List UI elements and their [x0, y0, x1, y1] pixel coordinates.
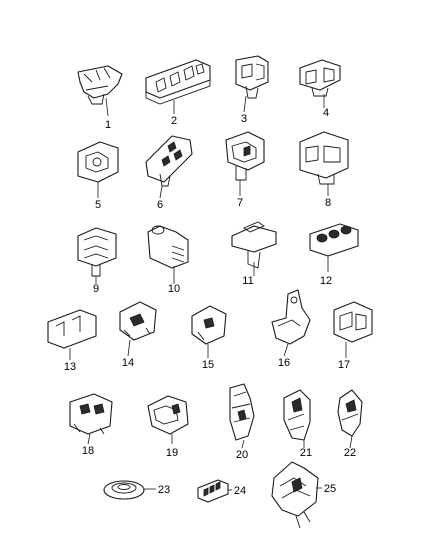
- part-2-multi-clip: [145, 59, 211, 114]
- part-12-triple-clip: [309, 223, 359, 272]
- callout-5: 5: [95, 199, 101, 211]
- callout-4: 4: [323, 107, 329, 119]
- callout-11: 11: [242, 275, 253, 287]
- callout-9: 9: [93, 283, 99, 295]
- part-20-clip: [229, 383, 255, 449]
- part-10-clip: [147, 225, 189, 284]
- part-6-block-clip: [145, 135, 193, 199]
- part-9-clip: [77, 227, 117, 284]
- part-16-bracket-clip: [271, 289, 311, 357]
- part-4-clip: [299, 59, 341, 108]
- part-1-wire-clip: [77, 65, 123, 117]
- callout-7: 7: [237, 197, 243, 209]
- callout-16: 16: [278, 357, 290, 369]
- callout-12: 12: [320, 275, 332, 287]
- callout-8: 8: [325, 197, 331, 209]
- part-24-clip: [197, 479, 232, 503]
- callout-15: 15: [202, 359, 214, 371]
- callout-2: 2: [171, 115, 177, 127]
- callout-23: 23: [158, 484, 170, 496]
- callout-6: 6: [157, 199, 163, 211]
- part-14-clip: [119, 301, 157, 357]
- part-23-grommet: [103, 480, 156, 500]
- part-22-clip: [337, 389, 363, 449]
- part-17-clip: [333, 301, 373, 358]
- callout-20: 20: [236, 449, 248, 461]
- callout-25: 25: [324, 483, 336, 495]
- part-25-clip-assembly: [271, 461, 322, 529]
- part-8-clip: [299, 131, 349, 196]
- callout-10: 10: [168, 283, 180, 295]
- callout-1: 1: [105, 119, 111, 131]
- callout-14: 14: [122, 357, 134, 369]
- callout-19: 19: [166, 447, 178, 459]
- part-13-u-clip: [47, 309, 97, 360]
- callout-13: 13: [64, 361, 76, 373]
- callout-18: 18: [82, 445, 94, 457]
- part-19-clip: [147, 395, 189, 444]
- part-3-clip: [235, 55, 269, 113]
- callout-22: 22: [344, 447, 356, 459]
- callout-17: 17: [338, 359, 350, 371]
- callout-3: 3: [241, 113, 247, 125]
- part-11-push-clip: [231, 221, 277, 276]
- part-5-clip: [77, 141, 119, 198]
- part-15-clip: [191, 305, 227, 358]
- part-7-clip: [225, 131, 265, 196]
- callout-24: 24: [234, 485, 246, 497]
- callout-21: 21: [300, 447, 312, 459]
- part-21-clip: [283, 389, 311, 448]
- part-18-clip: [69, 393, 113, 445]
